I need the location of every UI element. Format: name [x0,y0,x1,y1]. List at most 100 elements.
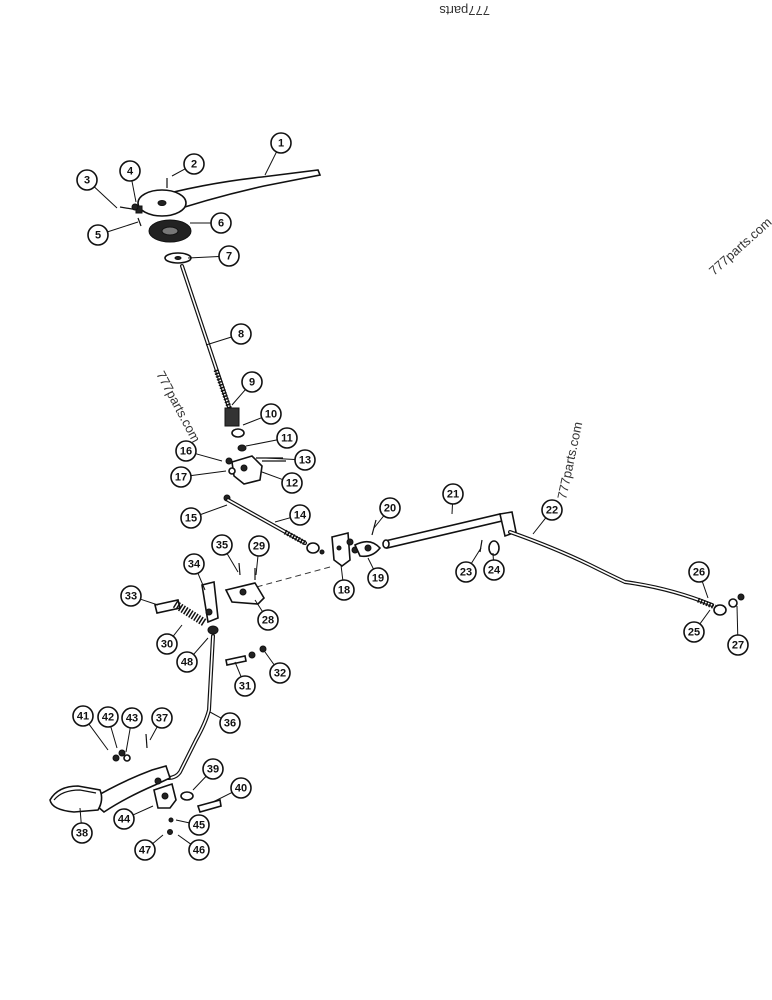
leader-line [532,517,547,535]
callout-16: 16 [175,440,223,462]
callout-number: 12 [286,478,298,490]
callout-circle [211,534,233,556]
callout-circle [170,466,192,488]
callout-number: 10 [265,409,277,421]
leader-line [171,168,186,177]
callout-7: 7 [187,245,240,267]
callout-number: 44 [118,814,131,826]
callout-number: 5 [95,230,101,242]
callout-circle [156,633,178,655]
callout-circle [188,839,210,861]
callout-number: 48 [181,657,193,669]
callout-circle [119,160,141,182]
callout-circle [97,706,119,728]
callout-circle [257,609,279,631]
callout-6: 6 [190,212,232,234]
watermark-right: 777parts.com [706,214,772,278]
foot-pedal-assembly [49,733,222,835]
callout-number: 23 [460,567,472,579]
callout-circle [71,822,93,844]
callout-circle [176,651,198,673]
leader-line [264,151,277,176]
callout-circle [87,224,109,246]
callout-circle [270,132,292,154]
callout-number: 3 [84,175,90,187]
callout-circle [72,705,94,727]
leader-line [231,389,246,406]
callout-circle [210,212,232,234]
callout-circle [230,777,252,799]
callout-circle [683,621,705,643]
callout-18: 18 [333,564,355,601]
leader-line [701,581,709,599]
callout-number: 8 [238,329,244,341]
leader-line [451,503,453,515]
callout-9: 9 [231,371,263,406]
leader-line [132,805,154,816]
callout-number: 35 [216,540,228,552]
leader-line [79,807,82,824]
callout-number: 6 [218,218,224,230]
callout-circle [188,814,210,836]
callout-number: 32 [274,668,286,680]
callout-number: 43 [126,713,138,725]
callout-circle [234,675,256,697]
callout-number: 26 [693,567,705,579]
bell-crank-bracket [331,519,382,567]
callout-number: 27 [732,640,744,652]
leader-line [125,727,131,753]
callout-number: 47 [139,845,151,857]
callout-circle [455,561,477,583]
callout-43: 43 [121,707,143,753]
callout-number: 30 [161,639,173,651]
callout-15: 15 [180,504,228,529]
callout-circle [442,483,464,505]
callout-14: 14 [274,504,311,526]
callout-number: 45 [193,820,205,832]
callout-number: 20 [384,503,396,515]
callout-circle [218,245,240,267]
leader-line [177,834,192,845]
callout-number: 13 [299,455,311,467]
callout-number: 16 [180,446,192,458]
long-control-rod [508,530,745,616]
callout-40: 40 [212,777,252,803]
leader-line [234,661,242,677]
callout-number: 17 [175,472,187,484]
leader-line [373,515,385,529]
leader-line [367,557,374,570]
leader-line [699,609,711,625]
leader-line [264,651,275,666]
callout-28: 28 [254,599,279,631]
callout-circle [241,371,263,393]
callout-number: 9 [249,377,255,389]
leader-line [736,605,739,636]
callout-number: 24 [488,565,501,577]
callout-number: 42 [102,712,114,724]
pivot-lever-assembly [154,562,267,666]
leader-line [205,336,232,346]
callout-number: 40 [235,783,247,795]
callout-circle [727,634,749,656]
callout-37: 37 [149,707,173,741]
callout-number: 46 [193,845,205,857]
watermark-top: 777parts [439,3,490,18]
leader-line [212,792,233,803]
leader-line [254,599,263,612]
callout-20: 20 [373,497,401,529]
callout-25: 25 [683,609,711,643]
callout-2: 2 [171,153,205,177]
callout-circle [688,561,710,583]
pedal-rod [166,634,215,780]
callout-41: 41 [72,705,109,751]
callout-11: 11 [245,427,298,449]
callout-number: 36 [224,718,236,730]
callout-38: 38 [71,807,93,844]
leader-line [255,555,259,576]
callout-circle [183,553,205,575]
callout-circle [260,403,282,425]
callout-circle [541,499,563,521]
callout-42: 42 [97,706,119,749]
link-rod [223,494,325,555]
